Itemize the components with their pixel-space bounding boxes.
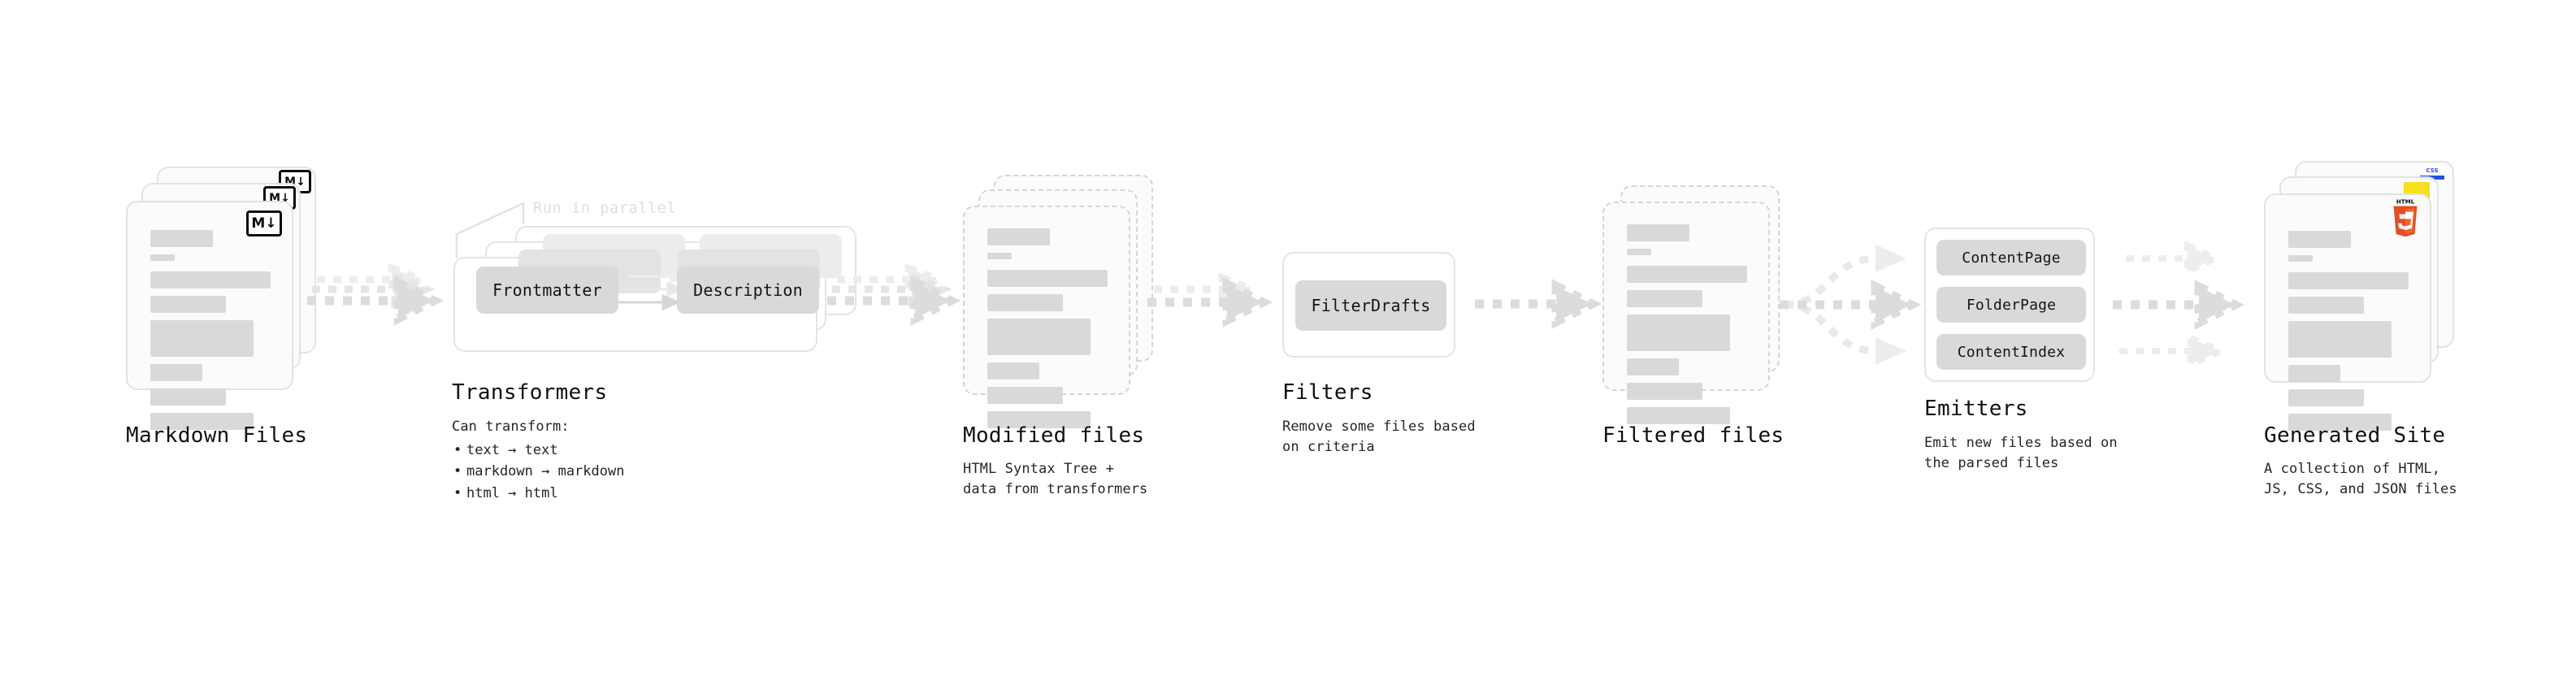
emitters-subtitle: Emit new files based on the parsed files	[1924, 435, 2118, 471]
markdown-card-content	[150, 230, 271, 437]
html5-icon: HTML	[2393, 198, 2418, 237]
markdown-icon-arrow: ↓	[265, 215, 277, 232]
arrow-modified-to-filters	[1147, 272, 1273, 327]
markdown-card-front: M↓	[126, 201, 293, 430]
content-bar	[150, 388, 227, 406]
content-bar	[1627, 358, 1679, 375]
content-bar	[150, 254, 175, 261]
markdown-files-title: Markdown Files	[126, 423, 308, 448]
transformers-subtitle: Can transform:	[452, 419, 570, 435]
content-bar	[150, 320, 254, 357]
content-bar	[1627, 407, 1731, 424]
content-bar	[150, 296, 227, 313]
arrow-markdown-to-transformers	[307, 262, 445, 326]
markdown-icon-arrow: ↓	[296, 175, 306, 189]
content-bar	[1627, 224, 1689, 241]
transformers-chip-description[interactable]: Description	[677, 267, 819, 314]
content-bar	[150, 413, 254, 430]
content-bar	[150, 230, 213, 247]
content-bar	[1627, 383, 1703, 400]
transformers-bullets: text → text markdown → markdown html → h…	[452, 437, 625, 505]
content-bar	[1627, 266, 1747, 283]
run-in-parallel-note: Run in parallel	[533, 199, 677, 217]
generated-site-subtitle: A collection of HTML, JS, CSS, and JSON …	[2264, 461, 2457, 497]
generated-site-title: Generated Site	[2264, 423, 2446, 448]
modified-card-content	[987, 228, 1108, 436]
transformers-bullet: text → text	[453, 440, 624, 462]
generated-card-content	[2288, 231, 2409, 438]
arrow-filtered-to-emitters	[1780, 245, 1922, 365]
filtered-files-title: Filtered files	[1602, 423, 1785, 448]
content-bar	[987, 319, 1091, 355]
transformers-bullet: html → html	[453, 483, 624, 505]
generated-card-front: HTML	[2264, 193, 2431, 431]
run-in-parallel-bracket	[455, 202, 525, 258]
content-bar	[2288, 389, 2365, 406]
markdown-icon: M↓	[246, 210, 282, 236]
content-bar	[2288, 231, 2351, 248]
emitters-chip-contentindex[interactable]: ContentIndex	[1936, 334, 2086, 370]
modified-files-title: Modified files	[963, 423, 1145, 448]
content-bar	[2288, 414, 2392, 431]
filters-title: Filters	[1282, 380, 1373, 405]
content-bar	[2288, 255, 2313, 262]
svg-text:HTML: HTML	[2396, 198, 2415, 206]
content-bar	[2288, 321, 2392, 358]
content-bar	[987, 362, 1039, 380]
filters-box: FilterDrafts	[1282, 252, 1455, 358]
arrow-emitters-to-site	[2113, 240, 2245, 370]
emitters-title: Emitters	[1924, 397, 2028, 421]
content-bar	[2288, 365, 2340, 382]
content-bar	[150, 271, 271, 288]
content-bar	[987, 228, 1050, 245]
emitters-chip-contentpage[interactable]: ContentPage	[1936, 240, 2086, 275]
filters-chip-filterdrafts[interactable]: FilterDrafts	[1295, 280, 1446, 331]
content-bar	[1627, 249, 1651, 255]
emitters-box: ContentPage FolderPage ContentIndex	[1924, 228, 2095, 382]
content-bar	[987, 294, 1064, 311]
modified-files-subtitle: HTML Syntax Tree + data from transformer…	[963, 461, 1148, 497]
content-bar	[2288, 272, 2409, 289]
content-bar	[150, 364, 202, 381]
content-bar	[987, 387, 1064, 404]
content-bar	[1627, 314, 1731, 351]
transformers-title: Transformers	[452, 380, 608, 405]
filtered-card-content	[1627, 224, 1747, 432]
filtered-card-front	[1602, 202, 1770, 424]
markdown-icon-arrow: ↓	[280, 191, 290, 205]
emitters-chip-folderpage[interactable]: FolderPage	[1936, 287, 2086, 323]
arrow-filters-to-filtered	[1475, 279, 1602, 329]
content-bar	[987, 253, 1012, 259]
content-bar	[987, 270, 1108, 287]
arrow-transformers-to-modified	[827, 262, 961, 326]
filters-subtitle: Remove some files based on criteria	[1282, 419, 1476, 455]
transformers-chip-frontmatter[interactable]: Frontmatter	[476, 267, 618, 314]
content-bar	[1627, 290, 1703, 307]
content-bar	[2288, 297, 2365, 314]
modified-card-front	[963, 206, 1130, 428]
markdown-icon-letter: M	[251, 215, 266, 232]
content-bar	[987, 411, 1091, 428]
transformers-bullet: markdown → markdown	[453, 461, 625, 483]
